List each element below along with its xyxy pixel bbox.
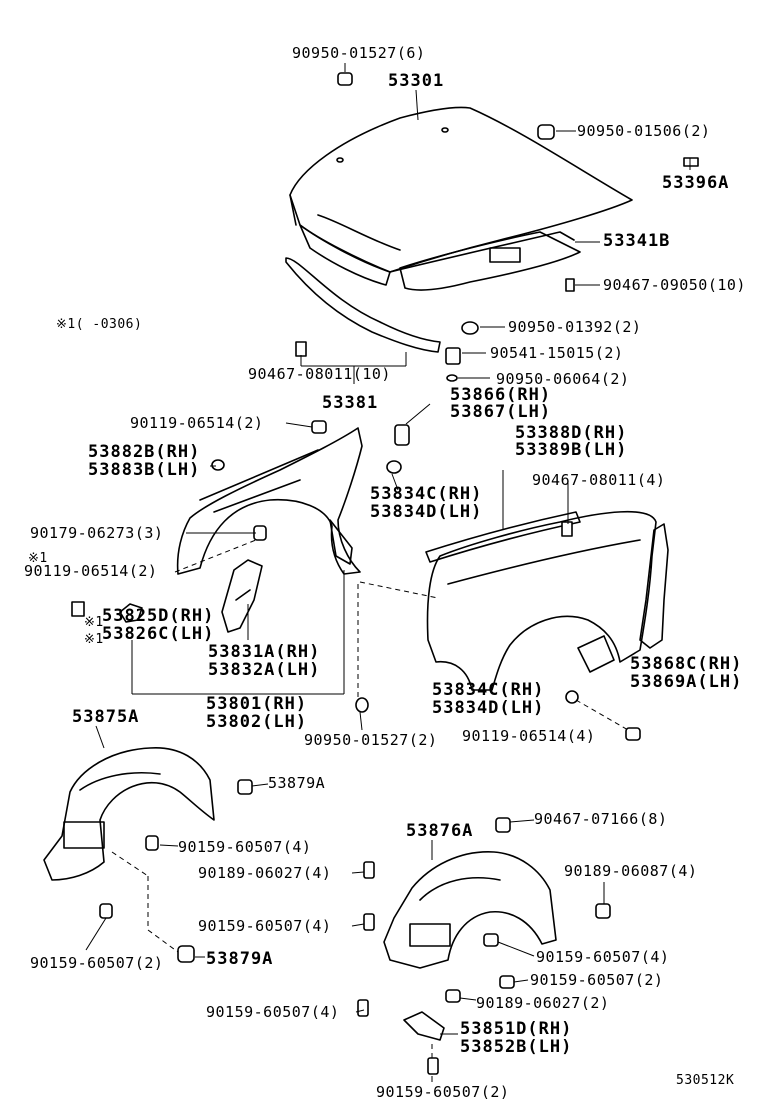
fender-splash-seal [640,524,668,648]
leader-lines [85,63,691,1082]
part-label[interactable]: 90467-07166(8) [534,810,668,828]
part-label[interactable]: 53851D(RH) [460,1019,573,1039]
part-label[interactable]: 90179-06273(3) [30,524,164,542]
part-label[interactable]: 53825D(RH) [102,606,215,626]
part-label[interactable]: 90159-60507(2) [30,954,164,972]
part-label[interactable]: 90159-60507(4) [536,948,670,966]
fender-left [178,428,362,574]
liner-plate [404,1012,444,1040]
fender-bracket [222,560,262,632]
diagram-code: 530512K [676,1073,735,1088]
part-label[interactable]: 90467-09050(10) [603,276,746,294]
part-label[interactable]: 53834D(LH) [432,698,545,718]
fender-liner-front-left [44,748,214,880]
fasteners [72,73,698,1074]
footnote-mark: ※1 [84,615,104,630]
part-label[interactable]: 90189-06027(4) [198,864,332,882]
part-label[interactable]: 90950-01506(2) [577,122,711,140]
part-label[interactable]: 53802(LH) [206,712,308,732]
part-label[interactable]: 53341B [603,231,671,251]
part-label[interactable]: 53875A [72,707,140,727]
hood-seal [286,258,440,352]
footnote-mark: ※1 [28,551,48,566]
part-label[interactable]: 53834C(RH) [432,680,545,700]
part-label[interactable]: 90950-01527(2) [304,731,438,749]
part-label[interactable]: 90467-08011(4) [532,471,666,489]
part-label[interactable]: 53388D(RH) [515,423,628,443]
part-label[interactable]: 90189-06027(2) [476,994,610,1012]
part-label[interactable]: 53866(RH) [450,385,552,405]
part-label[interactable]: 53879A [268,774,326,792]
part-label[interactable]: 90159-60507(2) [530,971,664,989]
part-label[interactable]: 53389B(LH) [515,440,628,460]
part-label[interactable]: 53882B(RH) [88,442,201,462]
part-label[interactable]: 90950-01527(6) [292,44,426,62]
part-label[interactable]: 53868C(RH) [630,654,743,674]
hood-panel [290,107,632,285]
part-label[interactable]: 53879A [206,949,274,969]
part-label[interactable]: 53396A [662,173,730,193]
part-label[interactable]: 53834C(RH) [370,484,483,504]
part-label[interactable]: 90541-15015(2) [490,344,624,362]
revision-note: ※1( -0306) [56,317,143,332]
part-label[interactable]: 90119-06514(4) [462,727,596,745]
fender-liner-front-right [384,852,556,968]
part-label[interactable]: 90119-06514(2) [24,562,158,580]
part-label[interactable]: 53831A(RH) [208,642,321,662]
part-label[interactable]: 90159-60507(4) [178,838,312,856]
part-label[interactable]: 90119-06514(2) [130,414,264,432]
fender-molding [426,512,580,562]
part-label[interactable]: 53826C(LH) [102,624,215,644]
part-label[interactable]: 90950-01392(2) [508,318,642,336]
part-label[interactable]: 90950-06064(2) [496,370,630,388]
part-label[interactable]: 53867(LH) [450,402,552,422]
part-label[interactable]: 90159-60507(4) [206,1003,340,1021]
part-label[interactable]: 90159-60507(4) [198,917,332,935]
part-label[interactable]: 53834D(LH) [370,502,483,522]
part-label[interactable]: 53852B(LH) [460,1037,573,1057]
part-label[interactable]: 90189-06087(4) [564,862,698,880]
fender-right [428,512,657,690]
part-label[interactable]: 53869A(LH) [630,672,743,692]
part-label[interactable]: 53832A(LH) [208,660,321,680]
part-label[interactable]: 53801(RH) [206,694,308,714]
part-label[interactable]: 53876A [406,821,474,841]
part-label[interactable]: 53381 [322,393,379,413]
part-label[interactable]: 90467-08011(10) [248,365,391,383]
part-label[interactable]: 53883B(LH) [88,460,201,480]
part-label[interactable]: 90159-60507(2) [376,1083,510,1101]
part-label[interactable]: 53301 [388,71,445,91]
hood-insulator [400,232,580,290]
footnote-mark: ※1 [84,632,104,647]
fender-clip [120,604,142,622]
